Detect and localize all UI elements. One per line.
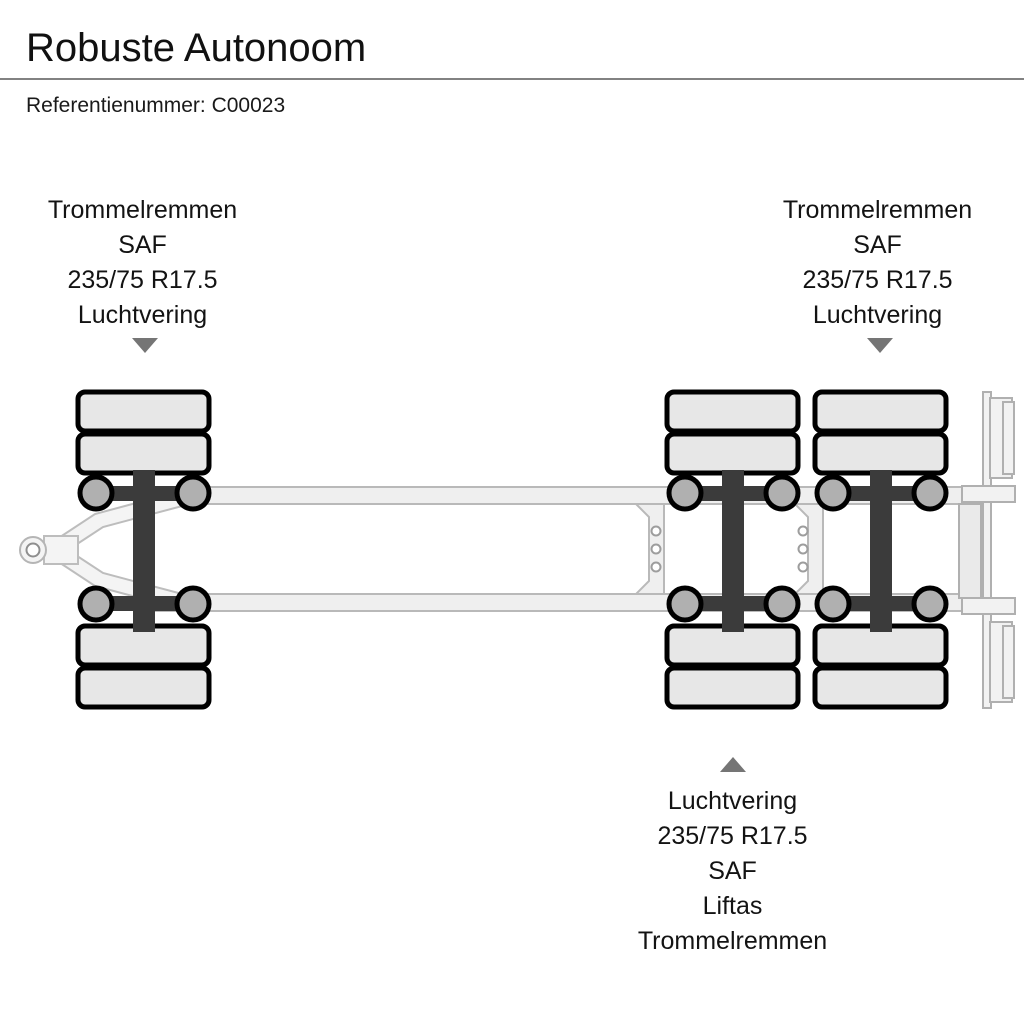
annotation-line: 235/75 R17.5 xyxy=(802,266,953,294)
page-title: Robuste Autonoom xyxy=(26,26,367,70)
annotation-front-right: Trommelremmen SAF 235/75 R17.5 Luchtveri… xyxy=(750,193,1005,333)
annotation-rear-bottom: Luchtvering 235/75 R17.5 SAF Liftas Trom… xyxy=(600,784,865,959)
axle-beam xyxy=(722,470,744,632)
annotation-line: Luchtvering xyxy=(77,301,208,329)
tire xyxy=(812,389,949,434)
tire xyxy=(812,665,949,710)
header-divider xyxy=(0,78,1024,80)
tire xyxy=(812,431,949,476)
triangle-up-icon xyxy=(720,757,746,772)
wheel-hub xyxy=(77,585,115,623)
reference-number: Referentienummer: C00023 xyxy=(26,94,286,117)
tire xyxy=(75,665,212,710)
tire xyxy=(664,389,801,434)
wheel-hub xyxy=(911,585,949,623)
annotation-line: SAF xyxy=(708,857,757,885)
tire xyxy=(664,665,801,710)
wheel-hub xyxy=(763,585,801,623)
annotation-line: SAF xyxy=(853,231,902,259)
annotation-line: 235/75 R17.5 xyxy=(67,266,218,294)
tire xyxy=(75,431,212,476)
wheel-hub xyxy=(174,585,212,623)
annotation-line: 235/75 R17.5 xyxy=(657,822,808,850)
axle-beam xyxy=(870,470,892,632)
annotation-line: Trommelremmen xyxy=(47,196,238,224)
axle-group-front xyxy=(75,389,212,710)
wheel-hub xyxy=(77,474,115,512)
tire xyxy=(664,431,801,476)
wheel-hub xyxy=(911,474,949,512)
triangle-down-icon xyxy=(867,338,893,353)
annotation-line: Trommelremmen xyxy=(637,927,828,955)
tire xyxy=(75,389,212,434)
annotation-line: Luchtvering xyxy=(667,787,798,815)
rear-end-assembly xyxy=(958,391,1016,709)
annotation-line: SAF xyxy=(118,231,167,259)
wheel-hub xyxy=(814,474,852,512)
wheel-hub xyxy=(763,474,801,512)
chassis-frame xyxy=(154,486,976,612)
annotation-line: Trommelremmen xyxy=(782,196,973,224)
triangle-down-icon xyxy=(132,338,158,353)
annotation-line: Liftas xyxy=(702,892,763,920)
annotation-line: Luchtvering xyxy=(812,301,943,329)
wheel-hub xyxy=(814,585,852,623)
annotation-front-left: Trommelremmen SAF 235/75 R17.5 Luchtveri… xyxy=(15,193,270,333)
wheel-hub xyxy=(666,474,704,512)
axle-beam xyxy=(133,470,155,632)
wheel-hub xyxy=(666,585,704,623)
page-header: Robuste Autonoom Referentienummer: C0002… xyxy=(0,0,1024,117)
wheel-hub xyxy=(174,474,212,512)
axle-group-rear-1 xyxy=(664,389,801,710)
axle-group-rear-2 xyxy=(812,389,949,710)
